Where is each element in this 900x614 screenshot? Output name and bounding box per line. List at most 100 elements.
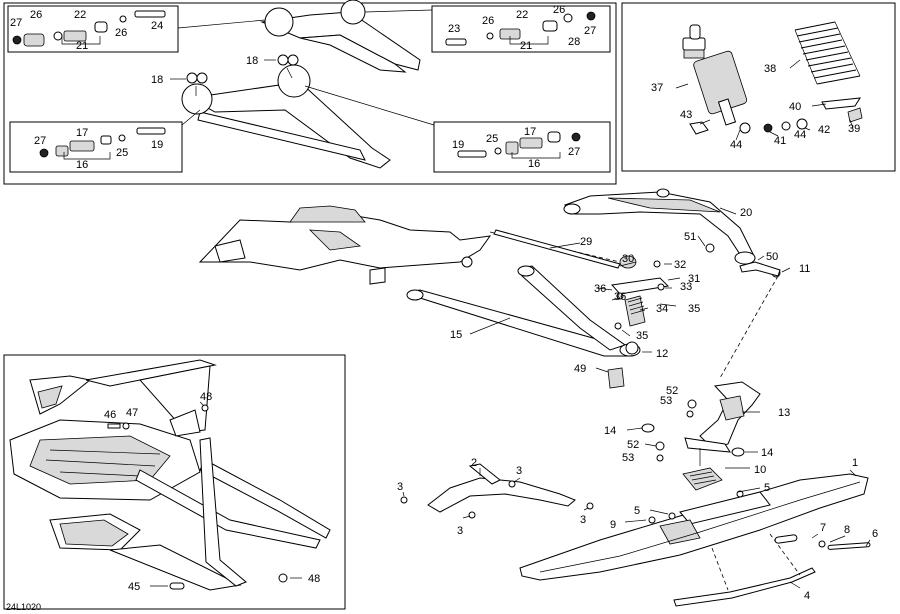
bolt-52-a (687, 399, 697, 409)
callout-5-a: 5 (764, 482, 770, 494)
washer-18-c (186, 72, 198, 84)
bolt-46 (107, 423, 121, 429)
callout-31: 31 (688, 273, 700, 285)
callout-19-a: 19 (151, 139, 163, 151)
bushing-14-b (731, 447, 745, 457)
frame-chassis-sketch (198, 205, 492, 285)
rod-29 (493, 229, 621, 269)
spring-link-34 (624, 295, 646, 327)
callout-11: 11 (799, 263, 810, 275)
callout-27-d: 27 (568, 146, 580, 158)
callout-39: 39 (848, 123, 860, 135)
wear-pad-10 (682, 467, 723, 491)
washer-8 (818, 540, 826, 548)
callout-8: 8 (844, 524, 850, 536)
bushing-7 (774, 534, 798, 544)
ball-joint-49 (607, 367, 625, 389)
callout-36-b: 36 (614, 291, 626, 303)
nut-35 (614, 322, 622, 330)
callout-49: 49 (574, 363, 586, 375)
callout-18-a: 18 (246, 55, 258, 67)
callout-48-b: 48 (308, 573, 320, 585)
callout-12: 12 (656, 348, 668, 360)
bushing-set-top-right (445, 11, 596, 46)
vehicle-overview-sketch (9, 359, 331, 591)
washer-48-a (201, 404, 209, 412)
callout-43: 43 (680, 109, 692, 121)
callout-3-a: 3 (397, 481, 403, 493)
callout-48-a: 48 (200, 391, 212, 403)
bushing-set-bottom-left (39, 127, 166, 158)
ski-1 (519, 473, 869, 581)
washer-44 (781, 121, 791, 131)
runner-axis-a (711, 547, 729, 591)
callout-51: 51 (684, 231, 696, 243)
runner-4 (673, 567, 816, 607)
callout-28: 28 (568, 36, 580, 48)
washer-36-a (616, 292, 624, 300)
bolt-5-b (668, 512, 676, 520)
callout-18-b: 18 (151, 74, 163, 86)
callout-50: 50 (766, 251, 778, 263)
callout-4: 4 (804, 590, 810, 602)
callout-1: 1 (852, 457, 858, 469)
callout-35-b: 35 (636, 330, 648, 342)
bushing-set-bottom-right (457, 131, 581, 158)
inset-box-top-left (7, 5, 179, 53)
callout-26-b: 26 (115, 27, 127, 39)
lower-a-arm-small (181, 64, 391, 169)
callout-9: 9 (610, 519, 616, 531)
washer-18-d (196, 72, 208, 84)
callout-52-b: 52 (627, 439, 639, 451)
diagram-code: 24L1020 (6, 602, 41, 612)
callout-16-a: 16 (76, 159, 88, 171)
bushing-14-a (641, 423, 655, 433)
spindle-13 (684, 381, 761, 453)
bolt-3-c (508, 480, 516, 488)
sleeve-42 (796, 118, 808, 130)
callout-5-b: 5 (634, 505, 640, 517)
spring-retainer (821, 97, 861, 110)
nut-41 (763, 123, 773, 133)
callout-47: 47 (126, 407, 138, 419)
callout-26-d: 26 (553, 4, 565, 16)
callout-53-b: 53 (622, 452, 634, 464)
callout-30: 30 (622, 253, 634, 265)
plate-43 (689, 121, 709, 135)
shock-absorber (682, 24, 751, 134)
callout-27-c: 27 (34, 135, 46, 147)
callout-16-b: 16 (528, 158, 540, 170)
lower-a-arm-15 (406, 265, 641, 357)
callout-22-a: 22 (74, 9, 86, 21)
callout-29: 29 (580, 236, 592, 248)
callout-44-a: 44 (730, 139, 742, 151)
shock-detail-frame (621, 2, 896, 172)
callout-22-b: 22 (516, 9, 528, 21)
callout-25-b: 25 (486, 133, 498, 145)
callout-46: 46 (104, 409, 116, 421)
callout-labels: 1 2 3 3 3 3 4 5 5 6 7 8 9 10 11 12 13 14… (10, 4, 878, 602)
callout-3-c: 3 (457, 525, 463, 537)
callout-6: 6 (872, 528, 878, 540)
callout-36-a: 36 (594, 283, 606, 295)
callout-14-b: 14 (761, 447, 773, 459)
tie-rod-axis (719, 275, 779, 379)
bolt-52-b (655, 441, 665, 451)
washer-18-a (277, 54, 289, 66)
bushing-12 (625, 341, 639, 355)
washer-48-b (278, 573, 288, 583)
callout-35-a: 35 (688, 303, 700, 315)
callout-32: 32 (674, 259, 686, 271)
bolt-5-a (736, 490, 744, 498)
callout-37: 37 (651, 82, 663, 94)
bolt-3-a (400, 496, 408, 504)
callout-17-b: 17 (524, 126, 536, 138)
upper-a-arm-20 (563, 188, 756, 265)
callout-27-b: 27 (584, 25, 596, 37)
inset-box-bottom-right (433, 121, 611, 173)
nut-53-a (686, 410, 694, 418)
callout-40: 40 (789, 101, 801, 113)
callout-34: 34 (656, 303, 668, 315)
callout-41: 41 (774, 135, 786, 147)
